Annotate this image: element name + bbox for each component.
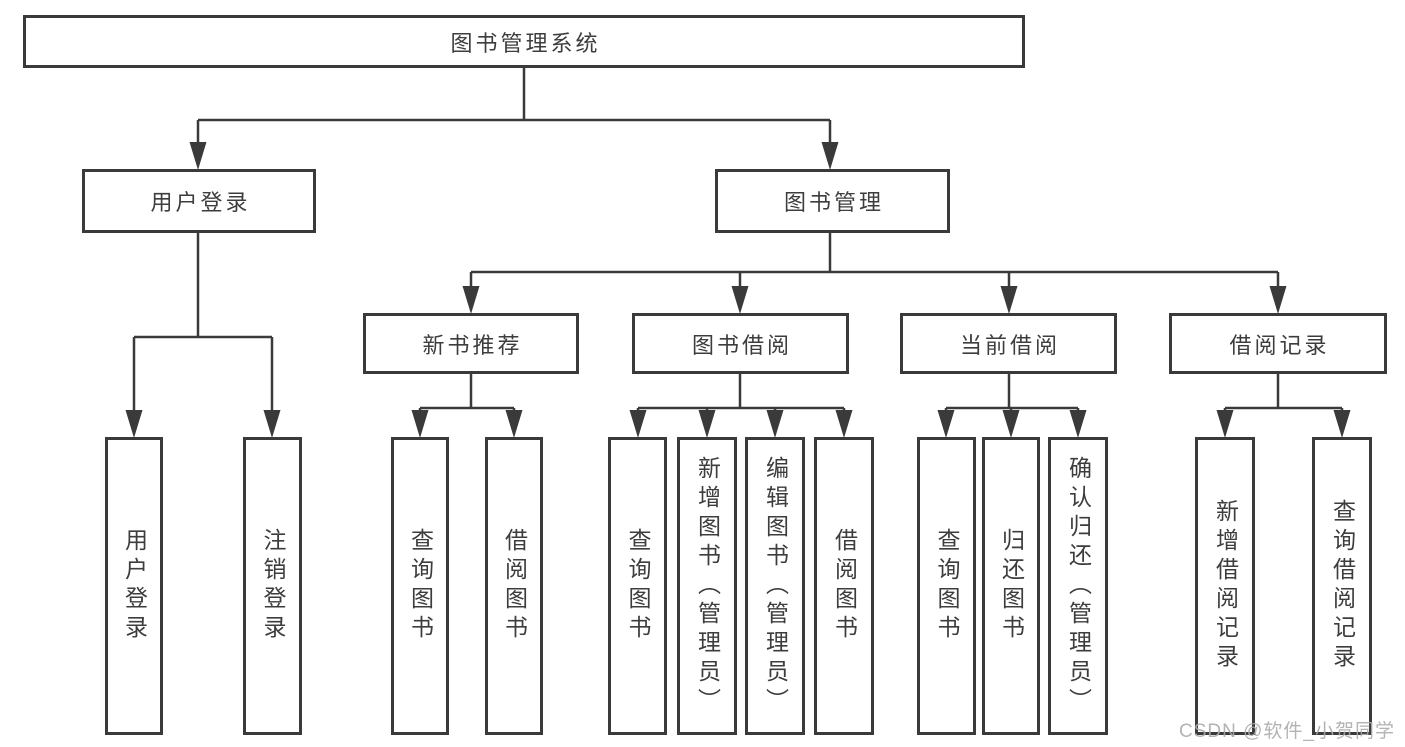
node-borrow-books: 借阅图书 bbox=[814, 437, 874, 735]
arrowheads bbox=[125, 142, 1351, 438]
node-borrow-books-recommend: 借阅图书 bbox=[485, 437, 543, 735]
node-confirm-return-admin: 确认归还（管理员） bbox=[1048, 437, 1108, 735]
node-add-borrow-record: 新增借阅记录 bbox=[1195, 437, 1255, 735]
csdn-watermark: CSDN @软件_小贺同学 bbox=[1179, 721, 1395, 742]
node-query-books-borrow: 查询图书 bbox=[608, 437, 667, 735]
node-query-borrow-record: 查询借阅记录 bbox=[1312, 437, 1372, 735]
node-book-management: 图书管理 bbox=[715, 169, 950, 233]
node-query-books-recommend: 查询图书 bbox=[391, 437, 449, 735]
node-borrowing-records: 借阅记录 bbox=[1169, 313, 1387, 374]
node-query-books-current: 查询图书 bbox=[917, 437, 976, 735]
node-library-management-system: 图书管理系统 bbox=[23, 15, 1025, 68]
node-current-borrowing: 当前借阅 bbox=[900, 313, 1117, 374]
node-add-books-admin: 新增图书（管理员） bbox=[677, 437, 737, 735]
node-new-book-recommendation: 新书推荐 bbox=[363, 313, 579, 374]
node-return-books: 归还图书 bbox=[982, 437, 1040, 735]
node-book-borrowing: 图书借阅 bbox=[632, 313, 849, 374]
node-edit-books-admin: 编辑图书（管理员） bbox=[745, 437, 805, 735]
node-user-login: 用户登录 bbox=[82, 169, 316, 233]
node-user-login-action: 用户登录 bbox=[105, 437, 163, 735]
node-logout-action: 注销登录 bbox=[243, 437, 302, 735]
